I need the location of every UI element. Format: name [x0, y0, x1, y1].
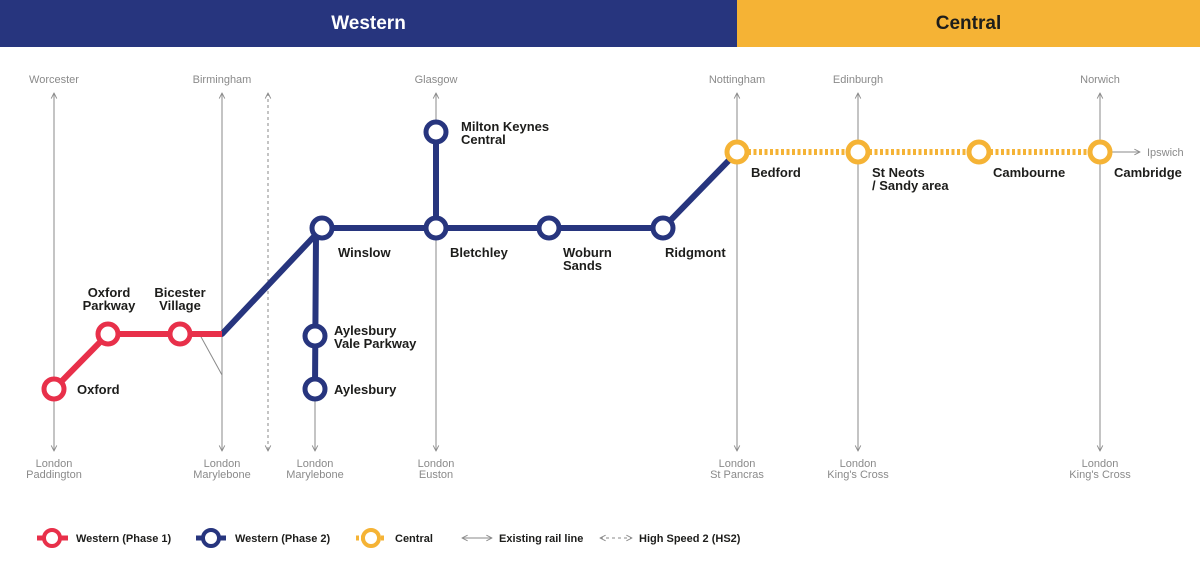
station-bletchley: Bletchley [450, 245, 509, 260]
station-marker-ridgmont [650, 215, 676, 241]
dest-birmingham: Birmingham [193, 74, 252, 86]
central-header: Central [737, 0, 1200, 47]
station-marker-bicester-village [167, 321, 193, 347]
legend: Western (Phase 1) Western (Phase 2) Cent… [37, 528, 741, 548]
legend-western1-marker [42, 528, 62, 548]
station-winslow: Winslow [338, 245, 391, 260]
western-header-label: Western [331, 12, 406, 34]
station-marker-oxford-parkway [95, 321, 121, 347]
station-ridgmont: Ridgmont [665, 245, 726, 260]
western-phase1-line [51, 331, 222, 392]
legend-western2-label: Western (Phase 2) [235, 533, 331, 545]
station-marker-bletchley [423, 215, 449, 241]
legend-western1-label: Western (Phase 1) [76, 533, 172, 545]
station-cambourne: Cambourne [993, 165, 1065, 180]
station-marker-aylesbury [302, 376, 328, 402]
western-header: Western [0, 0, 737, 47]
station-oxford: Oxford [77, 382, 120, 397]
central-header-label: Central [935, 12, 1002, 34]
station-marker-bedford [724, 139, 750, 165]
station-marker-woburn-sands [536, 215, 562, 241]
western-phase2-aylesbury-branch [312, 232, 319, 391]
station-marker-winslow [309, 215, 335, 241]
dest-nottingham: Nottingham [709, 74, 765, 86]
rail-link-bicester [199, 334, 223, 376]
legend-western2-marker [201, 528, 221, 548]
station-marker-aylesbury-vale [302, 323, 328, 349]
station-marker-st-neots [845, 139, 871, 165]
dest-worcester: Worcester [29, 74, 79, 86]
station-marker-cambridge [1087, 139, 1113, 165]
station-aylesbury: Aylesbury [334, 382, 397, 397]
legend-central-label: Central [395, 533, 433, 545]
station-marker-oxford [41, 376, 67, 402]
legend-existing-label: Existing rail line [499, 533, 583, 545]
station-bedford: Bedford [751, 165, 801, 180]
dest-ipswich: Ipswich [1147, 147, 1184, 159]
dest-glasgow: Glasgow [415, 74, 458, 86]
western-phase2-line [219, 149, 740, 337]
station-st-neots: St Neots/ Sandy area [872, 165, 949, 193]
dest-edinburgh: Edinburgh [833, 74, 883, 86]
station-cambridge: Cambridge [1114, 165, 1182, 180]
legend-central-marker [361, 528, 381, 548]
legend-hs2-label: High Speed 2 (HS2) [639, 533, 741, 545]
station-marker-milton-keynes [423, 119, 449, 145]
station-marker-cambourne [966, 139, 992, 165]
dest-norwich: Norwich [1080, 74, 1120, 86]
